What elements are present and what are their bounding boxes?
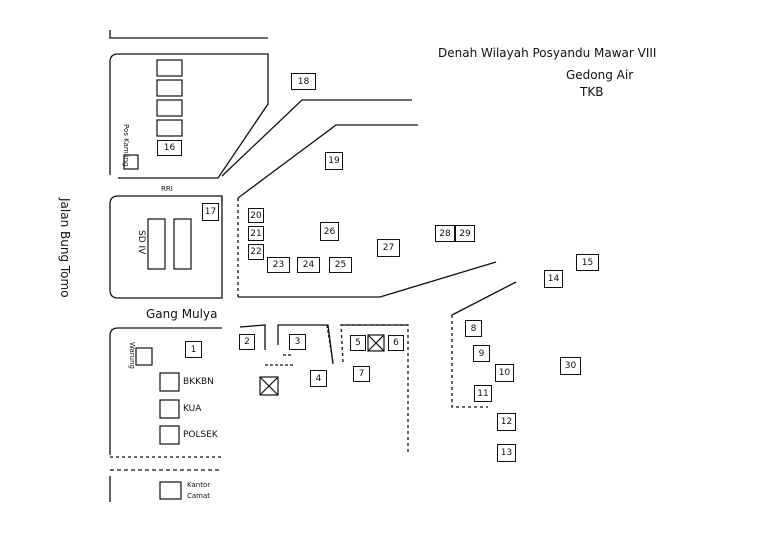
- house-30: 30: [560, 357, 581, 375]
- house-25: 25: [329, 257, 352, 273]
- house-17: 17: [202, 203, 219, 221]
- jalan-bung-tomo-label: Jalan Bung Tomo: [58, 198, 72, 298]
- kantor-camat-label-2: Camat: [187, 492, 211, 500]
- enclosure-3: [277, 324, 334, 365]
- house-19: 19: [325, 152, 343, 170]
- gedong-air-label: Gedong Air: [566, 68, 634, 82]
- house-20: 20: [248, 208, 264, 223]
- house-12: 12: [497, 413, 516, 431]
- house-15: 15: [576, 254, 599, 271]
- polsek-label: POLSEK: [183, 430, 218, 440]
- house-26: 26: [320, 222, 339, 241]
- sd-iv-building-1: [147, 218, 166, 270]
- house-21: 21: [248, 226, 264, 241]
- gang-mulya-label: Gang Mulya: [146, 307, 218, 321]
- bkkbn-label: BKKBN: [183, 377, 214, 387]
- house-27: 27: [377, 239, 400, 257]
- enclosure-2: [239, 324, 266, 350]
- house-1: 1: [185, 341, 202, 358]
- house-9: 9: [473, 345, 490, 362]
- pos-kamling-block: [109, 53, 269, 179]
- house-6: 6: [388, 335, 404, 351]
- warung-box: [135, 347, 153, 366]
- block-20-27-south: [238, 261, 497, 298]
- house-10: 10: [495, 364, 514, 382]
- rri-label: RRI: [161, 185, 173, 193]
- crossed-box-2: [367, 334, 385, 352]
- polsek-box: [159, 425, 180, 445]
- roads: [109, 30, 517, 502]
- house-3: 3: [289, 334, 306, 350]
- tkb-label: TKB: [580, 85, 604, 99]
- pos-kamling-box: [123, 154, 139, 170]
- lower-left-block: [109, 327, 222, 455]
- top-block-outline: [109, 30, 268, 39]
- house-7: 7: [353, 366, 370, 382]
- warung-label: Warung: [128, 342, 136, 369]
- road-upper: [221, 99, 412, 177]
- house-18: 18: [291, 73, 316, 90]
- house-23: 23: [267, 257, 290, 273]
- crossed-box-1: [259, 376, 279, 396]
- road-lower: [237, 124, 418, 199]
- kua-box: [159, 399, 180, 419]
- enclosure-5-6: [340, 324, 409, 455]
- parking-rects: [123, 59, 385, 500]
- house-28: 28: [435, 225, 455, 242]
- kantor-camat-box: [159, 481, 182, 500]
- bkkbn-box: [159, 372, 180, 392]
- kantor-camat-label-1: Kantor: [187, 481, 211, 489]
- house-8: 8: [465, 320, 482, 337]
- block-8-11-dashed: [451, 315, 488, 408]
- house-14: 14: [544, 270, 563, 288]
- house-2: 2: [239, 334, 255, 350]
- sd-iv-label: SD IV: [136, 230, 146, 255]
- house-29: 29: [455, 225, 475, 242]
- house-22: 22: [248, 244, 264, 260]
- pos-kamling-label: Pos Kamling: [122, 124, 130, 167]
- map-title: Denah Wilayah Posyandu Mawar VIII: [438, 46, 657, 60]
- house-4: 4: [310, 370, 327, 387]
- house-13: 13: [497, 444, 516, 462]
- house-11: 11: [474, 385, 492, 402]
- road-east: [451, 281, 517, 316]
- kua-label: KUA: [183, 404, 202, 414]
- house-16: 16: [157, 140, 182, 156]
- house-5: 5: [350, 335, 366, 351]
- sd-iv-block: [109, 195, 223, 299]
- sd-iv-building-2: [173, 218, 192, 270]
- house-24: 24: [297, 257, 320, 273]
